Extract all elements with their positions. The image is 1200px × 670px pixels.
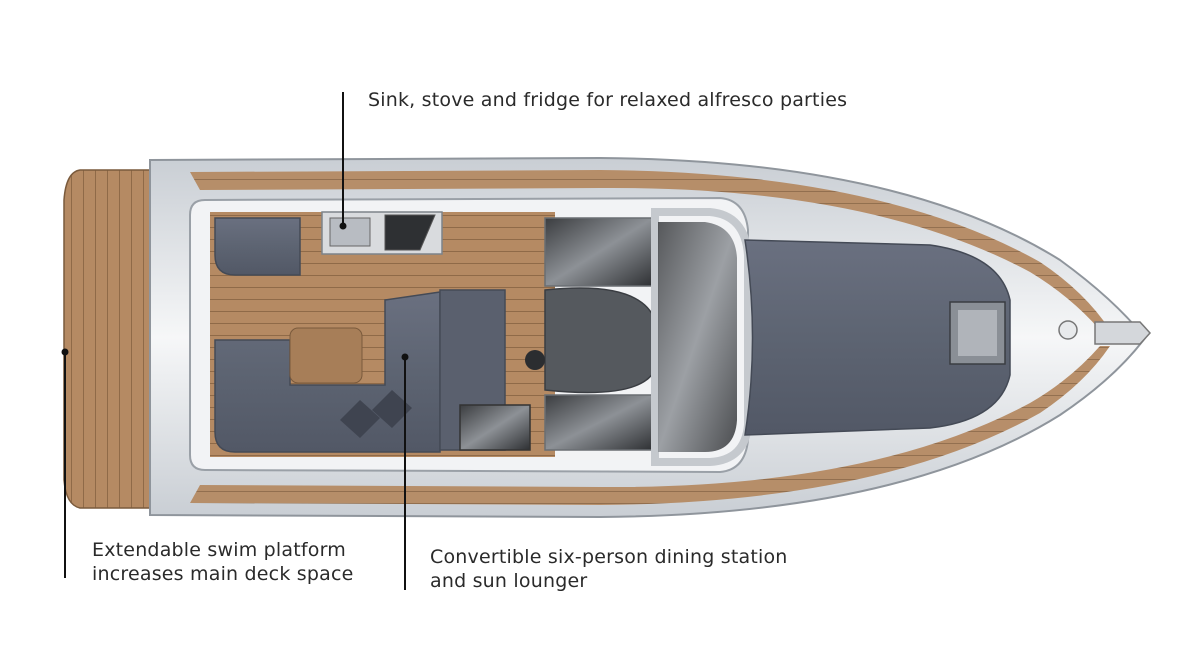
anchor-fitting bbox=[1058, 320, 1078, 340]
callout-dining-line-2: and sun lounger bbox=[430, 570, 588, 592]
hardtop-right bbox=[544, 394, 654, 451]
windscreen-glass bbox=[658, 222, 737, 452]
helm-screen bbox=[459, 404, 531, 451]
callout-galley-line-1: Sink, stove and fridge for relaxed alfre… bbox=[368, 89, 848, 111]
callout-galley: Sink, stove and fridge for relaxed alfre… bbox=[368, 88, 847, 112]
helm-console bbox=[544, 287, 656, 394]
bow-roller bbox=[1094, 321, 1152, 345]
cushion bbox=[372, 390, 412, 428]
foredeck-sunpad bbox=[744, 239, 1011, 436]
gunwale-top bbox=[190, 170, 1110, 330]
gunwale-bottom bbox=[190, 346, 1110, 505]
callout-swim-line-1: Extendable swim platform bbox=[92, 539, 346, 561]
callout-dining-line-1: Convertible six-person dining station bbox=[430, 546, 788, 568]
leader-dot-dining bbox=[401, 353, 409, 361]
hardtop-left bbox=[544, 217, 654, 287]
aft-seat-upper bbox=[214, 217, 301, 276]
steering-wheel bbox=[525, 350, 545, 370]
dining-table bbox=[289, 327, 363, 384]
leader-dot-swim bbox=[61, 348, 69, 356]
stove bbox=[384, 214, 436, 251]
cushion bbox=[340, 400, 380, 438]
leader-dot-galley bbox=[339, 222, 347, 230]
callout-dining: Convertible six-person dining station an… bbox=[430, 545, 788, 593]
callout-swim-line-2: increases main deck space bbox=[92, 563, 354, 585]
callout-swim-platform: Extendable swim platform increases main … bbox=[92, 538, 354, 586]
sink bbox=[329, 217, 371, 247]
